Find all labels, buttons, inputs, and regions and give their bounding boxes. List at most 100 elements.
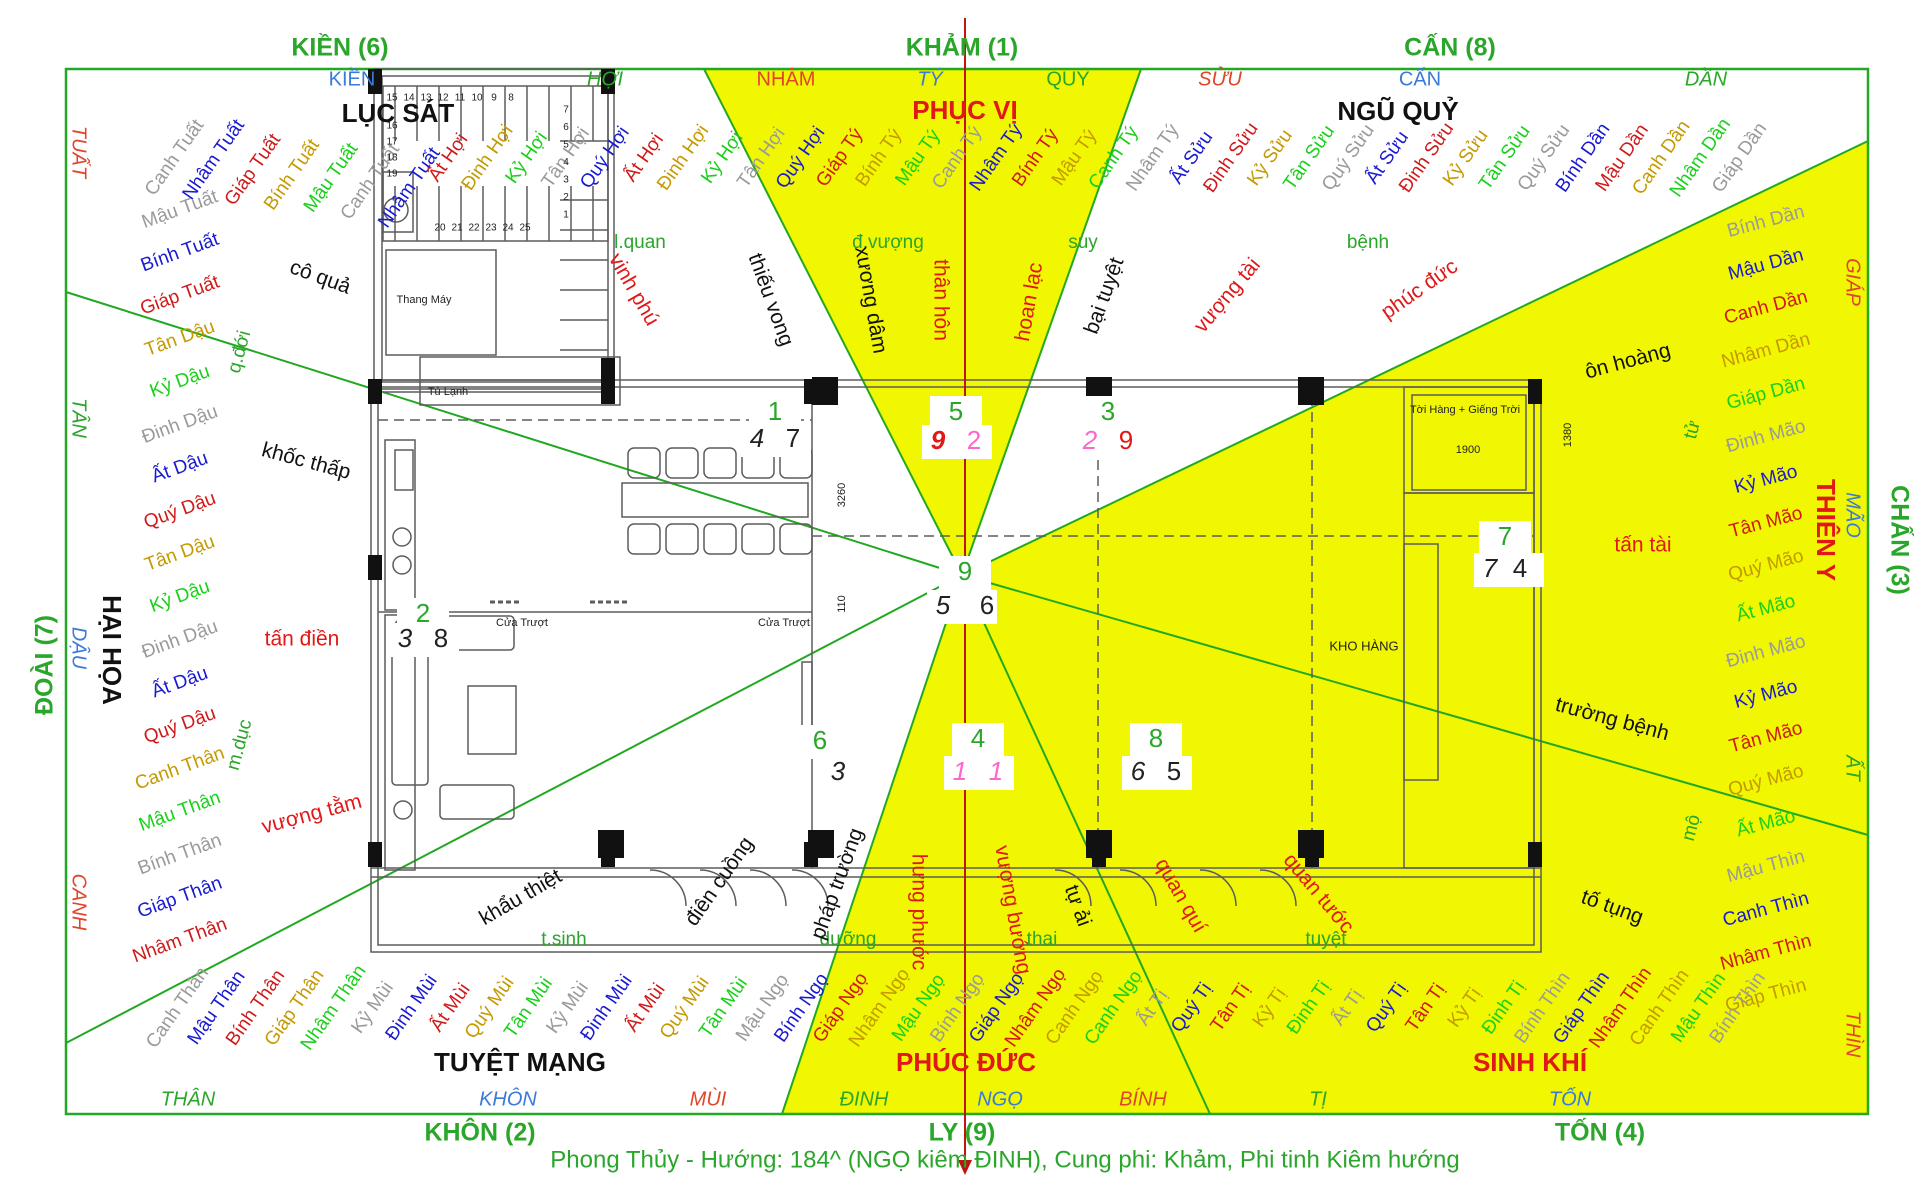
star-pair-box — [944, 756, 1014, 790]
star-pair-box — [389, 623, 459, 657]
stair-number-15: 23 — [485, 223, 497, 234]
flying-star-base-6: 6 — [813, 725, 827, 755]
flying-star-base-1: 5 — [949, 396, 963, 426]
star-base-box — [930, 396, 982, 430]
stair-number-10: 18 — [386, 153, 398, 164]
mountain-top-4: QUÝ — [1046, 67, 1089, 90]
stair-number-4: 11 — [455, 93, 466, 104]
star-zone-0: LỤC SÁT — [342, 98, 455, 128]
stair-number-5: 10 — [471, 93, 483, 104]
mountain-left-1: TÂN — [68, 398, 91, 439]
cycle-left-8: Tân Dậu — [142, 531, 218, 576]
door-word-20: khẩu thiệt — [475, 864, 566, 930]
flying-star-base-3: 7 — [1498, 521, 1512, 551]
cycle-left-15: Bính Thân — [135, 830, 224, 880]
zone-thien-y — [962, 141, 1868, 835]
mountain-right-1: MÃO — [1842, 492, 1866, 538]
plan-label-6: 3260 — [836, 483, 848, 507]
mountain-left-2: DẬU — [68, 627, 91, 670]
flying-star-b-7: 1 — [989, 756, 1003, 786]
star-pair-box — [741, 423, 811, 457]
axis-arrow — [958, 1160, 972, 1175]
stair-number-24: 1 — [563, 210, 569, 221]
star-base-box — [939, 556, 991, 590]
cycle-left-12: Quý Dậu — [141, 703, 219, 748]
flying-star-a-8: 6 — [1131, 756, 1146, 786]
plan-label-4: Tời Hàng + Giếng Trời — [1410, 404, 1520, 416]
flying-star-b-5: 8 — [434, 623, 448, 653]
plan-label-5: KHO HÀNG — [1329, 638, 1398, 653]
door-word-8: phúc đức — [1377, 255, 1462, 324]
mountain-left-3: CANH — [68, 874, 90, 931]
trigram-kien: KIỀN (6) — [291, 33, 388, 62]
mountain-bottom-4: NGỌ — [977, 1088, 1023, 1110]
door-word-6: bại tuyệt — [1080, 254, 1129, 337]
mountain-top-3: TÝ — [917, 67, 944, 90]
cycle-left-6: Ất Dậu — [149, 447, 211, 488]
trigram-doai: ĐOÀI (7) — [30, 615, 59, 715]
mountain-top-6: CẤN — [1399, 67, 1441, 90]
door-word-1: vinh phú — [604, 249, 664, 329]
trigram-can: CẤN (8) — [1404, 33, 1496, 62]
door-word-17: hưng phước — [907, 854, 930, 971]
outer-frame — [64, 67, 1870, 1116]
plan-label-8: 1900 — [1456, 444, 1480, 456]
trigram-chan: CHẤN (3) — [1885, 485, 1914, 595]
zone-south-east — [962, 575, 1868, 1114]
cycle-left-3: Tân Dậu — [142, 316, 218, 361]
star-base-box — [1130, 723, 1182, 757]
plan-label-3: Cửa Trượt — [758, 617, 810, 629]
flying-star-base-2: 3 — [1101, 396, 1115, 426]
trigram-kham: KHẢM (1) — [906, 32, 1019, 62]
cycle-left-9: Kỷ Dậu — [147, 576, 213, 617]
mountain-right-3: THÌN — [1842, 1011, 1865, 1058]
flying-star-a-1: 9 — [931, 425, 946, 455]
cycle-left-5: Đinh Dậu — [139, 401, 221, 448]
door-word-22: tấn điền — [265, 628, 340, 651]
star-pair-box — [922, 425, 992, 459]
mountain-bottom-0: THÂN — [161, 1087, 216, 1110]
zone-phuc-vi — [704, 69, 1141, 575]
door-word-23: khốc thấp — [259, 438, 353, 484]
cycle-left-1: Bính Tuất — [138, 229, 222, 277]
star-zone-1: PHỤC VỊ — [912, 95, 1017, 125]
mountain-left-0: TUẤT — [68, 126, 92, 180]
cycle-left-17: Nhâm Thân — [130, 914, 230, 968]
stair-number-8: 16 — [386, 121, 398, 132]
stair-number-19: 6 — [563, 122, 569, 133]
flying-star-a-6: 3 — [831, 756, 846, 786]
mountain-bottom-3: ĐINH — [840, 1088, 889, 1110]
stair-number-21: 4 — [563, 157, 569, 168]
mountain-top-1: HỢI — [587, 68, 624, 90]
door-word-21: vượng tằm — [259, 790, 364, 839]
stair-number-14: 22 — [468, 223, 480, 234]
stair-number-7: 8 — [508, 93, 514, 104]
door-word-7: vượng tài — [1190, 254, 1265, 338]
flying-star-a-2: 2 — [1082, 425, 1098, 455]
zone-phuc-duc — [782, 575, 1210, 1114]
stair-number-23: 2 — [563, 192, 569, 203]
flying-star-b-1: 2 — [967, 425, 981, 455]
trigram-khon: KHÔN (2) — [424, 1117, 535, 1147]
stair-number-9: 17 — [386, 137, 398, 148]
stage-word-9: t.sinh — [541, 929, 586, 950]
cycle-left-11: Ất Dậu — [149, 662, 211, 703]
door-word-10: tấn tài — [1614, 534, 1671, 557]
stair-number-20: 5 — [563, 140, 569, 151]
stage-word-11: q.đới — [224, 328, 255, 375]
cycle-left-4: Kỷ Dậu — [147, 361, 213, 402]
star-base-box — [1479, 521, 1531, 555]
stair-number-11: 19 — [386, 169, 398, 180]
flying-star-base-0: 1 — [768, 396, 782, 426]
star-zone-7: HẠI HỌA — [97, 595, 127, 705]
stage-word-8: dưỡng — [820, 929, 877, 950]
door-word-19: điên cuồng — [680, 833, 758, 930]
mountain-top-2: NHÂM — [757, 67, 816, 90]
cycle-top-8: Đinh Hợi — [458, 121, 518, 194]
mountain-right-0: GIÁP — [1842, 258, 1865, 306]
star-pair-box — [818, 756, 856, 790]
star-base-box — [794, 725, 846, 759]
plan-label-2: Cửa Trượt — [496, 617, 548, 629]
flying-star-a-4: 5 — [936, 590, 951, 620]
